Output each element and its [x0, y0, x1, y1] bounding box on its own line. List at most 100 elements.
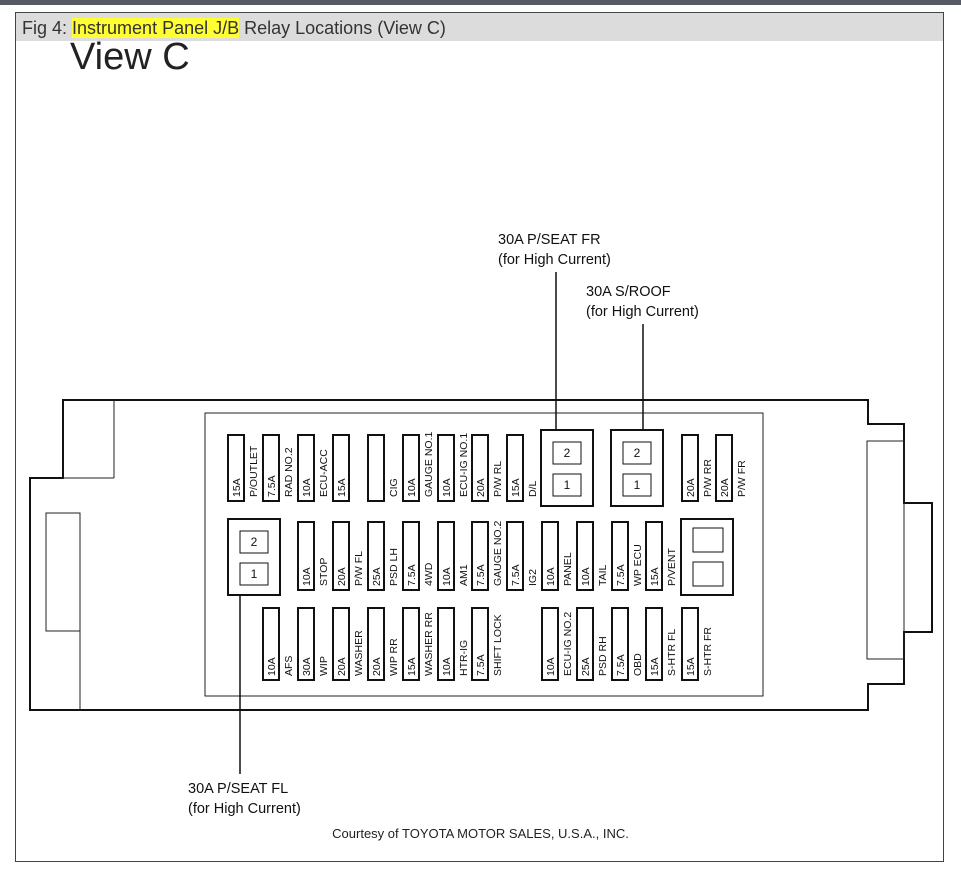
fuse-amp-label: 15A [231, 478, 243, 497]
relay-pin-number: 1 [251, 567, 258, 581]
caption-highlight[interactable]: Instrument Panel J/B [72, 18, 240, 38]
relay-sroof[interactable]: 21 [610, 429, 664, 507]
fuse-name-label: ECU-IG NO.2 [562, 612, 574, 676]
figure-caption: Fig 4: Instrument Panel J/B Relay Locati… [22, 18, 446, 39]
fuse-body [367, 607, 385, 681]
relay-pseat-fr[interactable]: 21 [540, 429, 594, 507]
fuse-amp-label: 15A [685, 657, 697, 676]
relay-pin-box [239, 530, 269, 554]
fuse-cig-3[interactable]: 15A [332, 434, 350, 502]
fuse-cig-4[interactable]: CIG [367, 434, 400, 502]
fuse-body [332, 521, 350, 591]
fuse-name-label: P/W RL [492, 461, 504, 497]
fuse-name-label: SHIFT LOCK [492, 614, 504, 676]
relay-socket [692, 561, 724, 587]
fuse-body [576, 521, 594, 591]
fuse-amp-label: 7.5A [615, 654, 627, 676]
fuse-body [332, 434, 350, 502]
fuse-name-label: P/W RR [702, 459, 714, 497]
relay-pin-number: 2 [251, 535, 258, 549]
relay-pin-number: 2 [564, 446, 571, 460]
fuse-amp-label: 10A [545, 567, 557, 586]
callout-pseat-fl: 30A P/SEAT FL (for High Current) [188, 779, 301, 819]
fuse-amp-label: 10A [406, 478, 418, 497]
fuse-name-label: P/OUTLET [248, 445, 260, 497]
relay-pin-box [552, 473, 582, 497]
fuse-name-label: 4WD [423, 562, 435, 586]
relay-pin-number: 1 [564, 478, 571, 492]
fuse-afs[interactable]: 10A AFS [262, 607, 295, 681]
fuse-amp-label: 25A [580, 657, 592, 676]
callout-sroof: 30A S/ROOF (for High Current) [586, 282, 699, 322]
fuse-p-w-rl-7[interactable]: 20A P/W RL [471, 434, 504, 502]
relay-socket [692, 527, 724, 553]
fuse-body [471, 434, 489, 502]
fuse-body [611, 607, 629, 681]
fuse-body [506, 521, 524, 591]
fuse-name-label: HTR-IG [458, 640, 470, 676]
window-top-bar [0, 0, 961, 5]
fuse-body [402, 521, 420, 591]
fuse-name-label: WIP [318, 656, 330, 676]
fuse-amp-label: 10A [441, 567, 453, 586]
fuse-name-label: STOP [318, 558, 330, 586]
fuse-body [645, 521, 663, 591]
fuse-4wd[interactable]: 7.5A 4WD [402, 521, 435, 591]
fuse-name-label: AFS [283, 656, 295, 676]
fuse-body [437, 434, 455, 502]
relay-blank[interactable] [680, 518, 734, 596]
fuse-body [681, 607, 699, 681]
fuse-body [611, 521, 629, 591]
fuse-amp-label: 10A [580, 567, 592, 586]
fuse-amp-label: 20A [336, 567, 348, 586]
relay-pseat-fl[interactable]: 21 [227, 518, 281, 596]
fuse-amp-label: 30A [301, 657, 313, 676]
fuse-name-label: WP ECU [632, 544, 644, 586]
fuse-amp-label: 15A [510, 478, 522, 497]
fuse-amp-label: 7.5A [406, 564, 418, 586]
callout-leaders [239, 272, 644, 774]
fuse-p-outlet-0[interactable]: 15A P/OUTLET [227, 434, 260, 502]
fuse-amp-label: 20A [475, 478, 487, 497]
fuse-body [332, 607, 350, 681]
relay-pin-box [239, 562, 269, 586]
fuse-amp-label: 20A [371, 657, 383, 676]
relay-pin-number: 1 [634, 478, 641, 492]
fuse-body [297, 434, 315, 502]
figure-caption-bar: Fig 4: Instrument Panel J/B Relay Locati… [16, 13, 943, 41]
fuse-amp-label: 10A [266, 657, 278, 676]
fuse-amp-label: 20A [336, 657, 348, 676]
fuse-amp-label: 15A [336, 478, 348, 497]
fuse-name-label: RAD NO.2 [283, 447, 295, 497]
fuse-wip[interactable]: 30A WIP [297, 607, 330, 681]
